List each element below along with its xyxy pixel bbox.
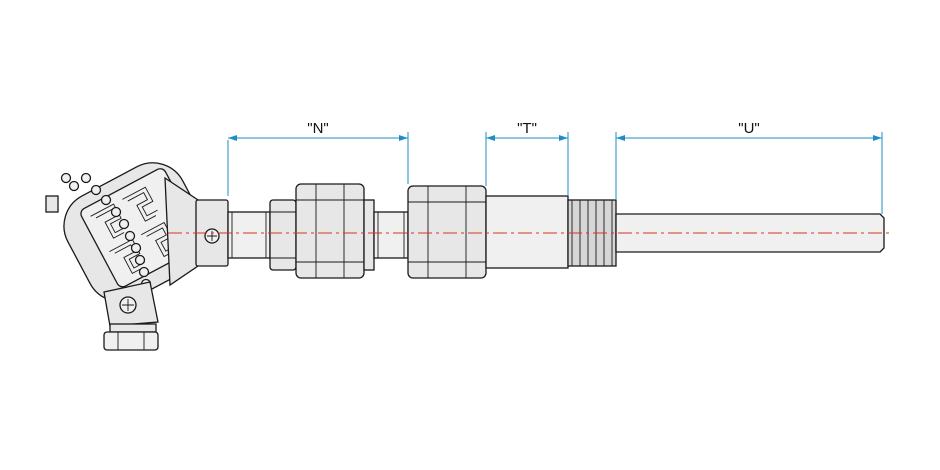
union-fitting	[269, 183, 409, 279]
chain	[60, 172, 152, 290]
thermowell-lag	[485, 195, 569, 269]
connection-head	[45, 162, 210, 351]
dimension-t: "T"	[485, 120, 569, 196]
dimension-u: "U"	[615, 120, 883, 214]
hex-fitting	[407, 185, 487, 279]
cable-gland	[103, 281, 159, 351]
dimension-n: "N"	[227, 120, 409, 196]
dimension-t-label: "T"	[517, 120, 537, 137]
terminal-block	[90, 186, 177, 275]
head-nipple	[195, 199, 271, 267]
dimension-n-label: "N"	[307, 120, 328, 137]
dimension-u-label: "U"	[738, 120, 759, 137]
